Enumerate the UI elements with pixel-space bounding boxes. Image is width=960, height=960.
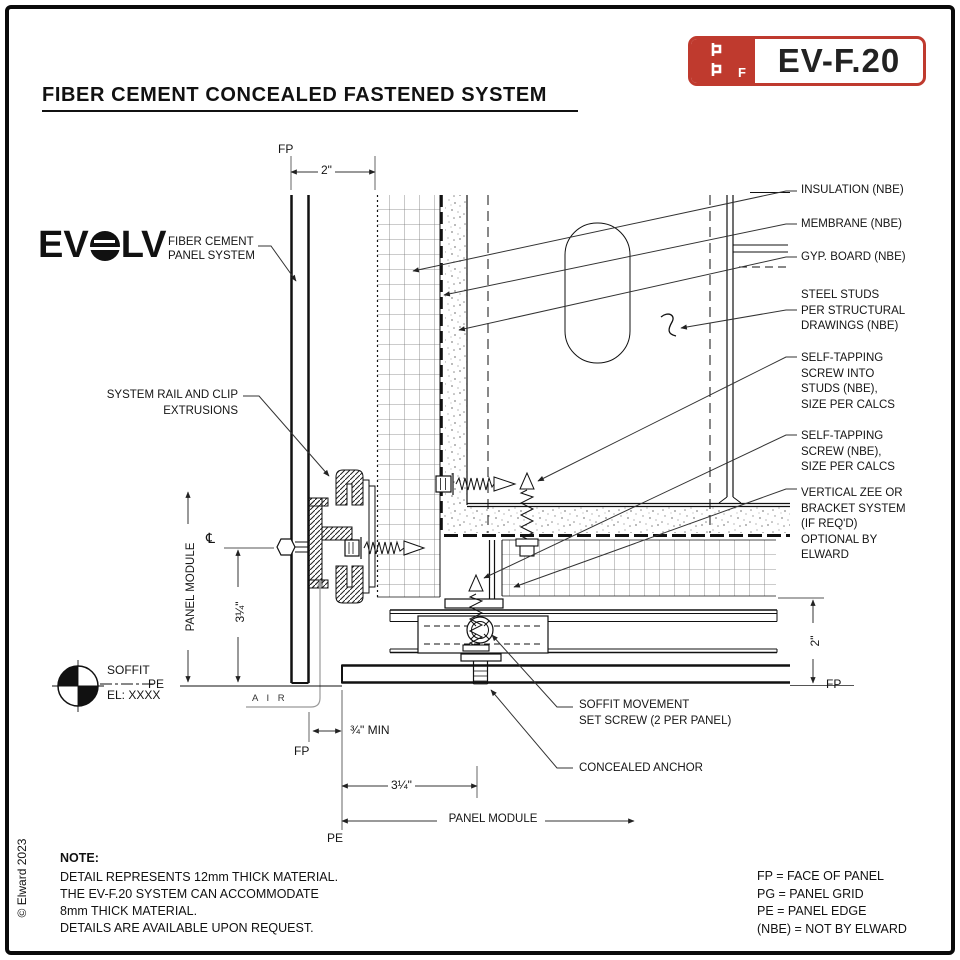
evolv-logo: EV LV: [38, 224, 166, 267]
leader-self-tapping-studs: [537, 356, 797, 482]
logo-tagline: FIBER CEMENT PANEL SYSTEM: [168, 236, 255, 262]
leader-system-rail: [243, 395, 330, 477]
callout-self-tapping: SELF-TAPPING SCREW (NBE), SIZE PER CALCS: [801, 430, 895, 473]
badge-icon-cell: F: [691, 39, 755, 83]
soffit-rail-assembly: [389, 609, 778, 654]
callout-self-tapping-studs: SELF-TAPPING SCREW INTO STUDS (NBE), SIZ…: [801, 352, 895, 411]
screw-vertical-track: [515, 471, 539, 557]
callout-membrane: MEMBRANE (NBE): [801, 218, 902, 230]
leader-membrane: [443, 223, 797, 297]
callout-vertical-zee: VERTICAL ZEE OR BRACKET SYSTEM (IF REQ'D…: [801, 487, 906, 561]
logo-text-post: LV: [120, 224, 167, 266]
callout-system-rail: SYSTEM RAIL AND CLIP EXTRUSIONS: [106, 389, 238, 417]
note-body: DETAIL REPRESENTS 12mm THICK MATERIAL. T…: [60, 870, 339, 935]
soffit-set-screw: [466, 616, 494, 644]
callout-insulation: INSULATION (NBE): [801, 184, 904, 196]
stud-knockout: [564, 222, 631, 364]
callout-set-screw: SOFFIT MOVEMENT SET SCREW (2 PER PANEL): [579, 699, 732, 727]
rail-and-clip-extrusion: [308, 469, 376, 604]
pe-label-left: PE: [148, 677, 165, 691]
soffit-panel: [341, 664, 790, 684]
callout-gyp-board: GYP. BOARD (NBE): [801, 251, 906, 263]
abbreviation-legend: FP = FACE OF PANEL PG = PANEL GRID PE = …: [757, 868, 907, 938]
legend-pg: PG = PANEL GRID: [757, 886, 864, 901]
leader-set-screw: [491, 634, 573, 708]
rail-clip-icon: [711, 43, 722, 76]
steel-stud: [487, 192, 790, 533]
soffit-insulation: [501, 539, 776, 597]
page-title: FIBER CEMENT CONCEALED FASTENED SYSTEM: [42, 84, 548, 106]
leader-concealed-anchor: [490, 689, 573, 769]
fiber-cement-panel: [290, 195, 310, 684]
legend-nbe: (NBE) = NOT BY ELWARD: [757, 921, 907, 936]
title-underline: [42, 110, 578, 112]
centerline-symbol: ℄: [206, 531, 215, 547]
note-heading: NOTE:: [60, 851, 99, 865]
logo-e-icon: [88, 230, 121, 261]
dim-3-1-4-bottom: 3¼": [388, 778, 415, 792]
dimension-lines: [180, 156, 854, 830]
concealed-anchor-bolt: [460, 653, 502, 685]
break-squiggle: [660, 313, 677, 337]
callout-steel-studs: STEEL STUDS PER STRUCTURAL DRAWINGS (NBE…: [801, 289, 906, 332]
legend-pe: PE = PANEL EDGE: [757, 904, 867, 918]
dim-panel-module-bottom: PANEL MODULE: [448, 813, 538, 825]
logo-text-pre: EV: [38, 224, 89, 266]
dim-2in-right: 2": [807, 623, 823, 659]
copyright: © Elward 2023: [15, 838, 29, 918]
leader-gyp-board: [458, 256, 797, 332]
dim-panel-module-left: PANEL MODULE: [183, 524, 199, 650]
gyp-board-layer: [444, 195, 790, 533]
pe-label-bottom: PE: [327, 831, 344, 845]
soffit-elevation: EL: XXXX: [107, 688, 161, 702]
screw-vertical-rail: [462, 573, 490, 652]
leader-self-tapping: [483, 434, 797, 579]
insulation-layer: [376, 195, 441, 598]
leader-steel-studs: [680, 309, 797, 330]
fp-label-bottom: FP: [294, 744, 310, 758]
detail-code-badge: F EV-F.20: [688, 36, 926, 86]
leader-vertical-zee: [513, 488, 797, 588]
screw-into-studs: [435, 473, 517, 495]
leader-insulation: [412, 190, 797, 273]
leader-lines: [243, 190, 797, 769]
clip-bolt: [276, 538, 309, 556]
clip-screw: [344, 537, 426, 559]
dim-2in-top: 2": [318, 163, 335, 177]
fp-label-top: FP: [278, 142, 294, 156]
air-flow-arrow: [246, 579, 323, 708]
leader-panel-system: [258, 245, 297, 282]
soffit-label: SOFFIT: [107, 663, 150, 677]
dim-gap-min: ¾" MIN: [350, 723, 390, 737]
dim-3-1-4-left: 3¼": [232, 587, 248, 637]
callout-concealed-anchor: CONCEALED ANCHOR: [579, 762, 703, 774]
fp-label-right: FP: [826, 677, 842, 691]
soffit-level-symbol: [52, 660, 155, 712]
legend-fp: FP = FACE OF PANEL: [757, 869, 885, 883]
vertical-zee-bracket: [444, 540, 504, 609]
air-label: A I R: [252, 693, 288, 704]
detail-code: EV-F.20: [777, 42, 901, 79]
badge-letter: F: [738, 65, 746, 80]
